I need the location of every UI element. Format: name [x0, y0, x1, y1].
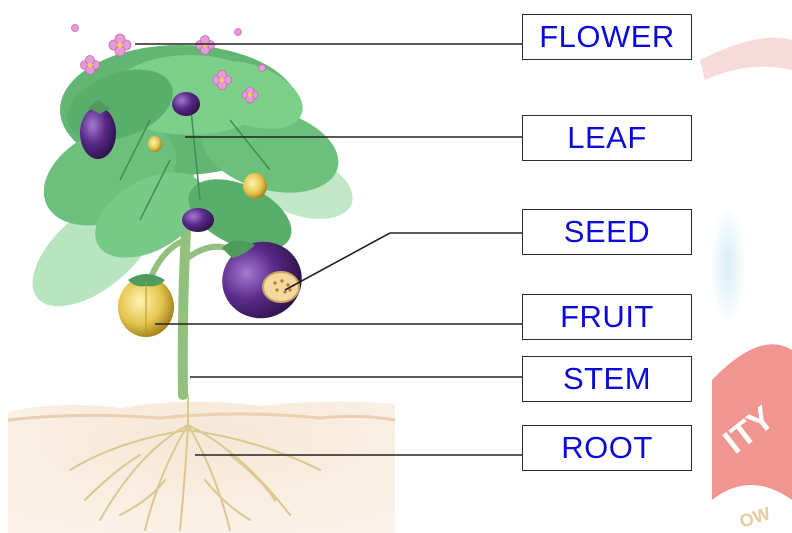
label-fruit: FRUIT: [522, 294, 692, 340]
label-seed: SEED: [522, 209, 692, 255]
eggplant-middle: [182, 208, 214, 232]
label-flower: FLOWER: [522, 14, 692, 60]
leader-line-seed: [285, 233, 522, 290]
fruit-small-yellow: [243, 173, 267, 199]
soil: [8, 401, 395, 533]
watermark-text-2: OW: [737, 503, 773, 532]
eggplant-upper-left: [80, 107, 116, 159]
label-stem: STEM: [522, 356, 692, 402]
seed-cross-section: [263, 272, 299, 302]
fruit-tiny-yellow: [148, 136, 162, 152]
eggplant-top: [172, 92, 200, 116]
label-root: ROOT: [522, 425, 692, 471]
label-leaf: LEAF: [522, 115, 692, 161]
